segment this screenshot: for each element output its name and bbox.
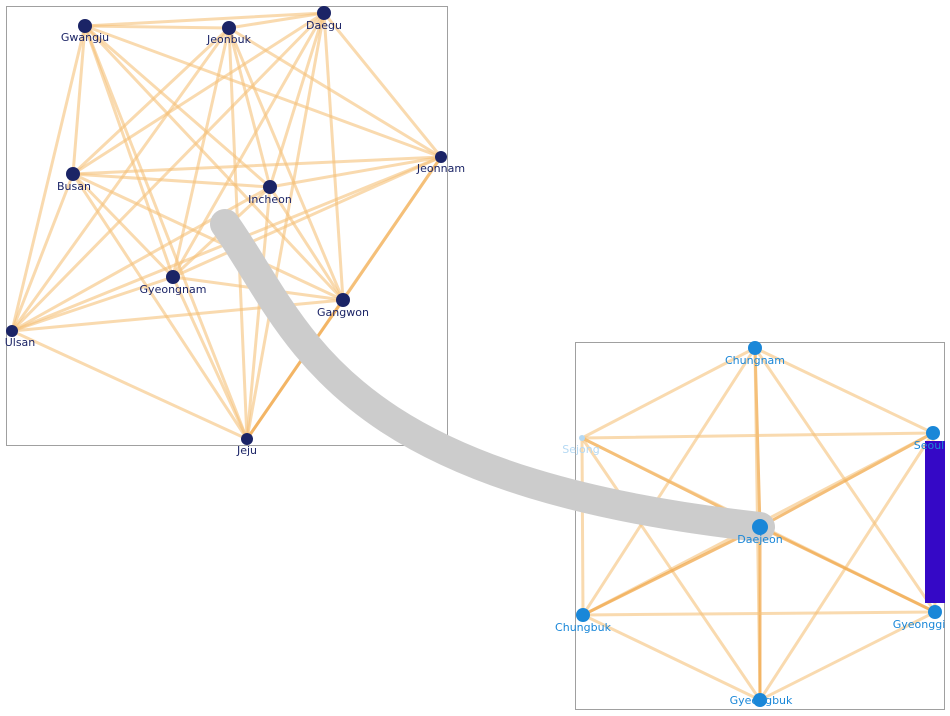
edge-gwangju-daegu[interactable] <box>83 11 326 28</box>
node-circle[interactable] <box>435 151 447 163</box>
edges-layer <box>10 11 937 702</box>
node-label: Incheon <box>248 193 292 206</box>
node-label: Gwangju <box>61 31 109 44</box>
edge-busan-gyeongnam[interactable] <box>71 172 175 279</box>
edge-incheon-gangwon[interactable] <box>268 185 345 302</box>
bridge-link[interactable] <box>210 209 775 542</box>
edge-gwangju-ulsan[interactable] <box>10 24 87 333</box>
edge-jeonnam-incheon[interactable] <box>268 155 443 189</box>
edge-gwangju-jeju[interactable] <box>83 24 249 441</box>
node-label: Jeonnam <box>416 162 465 175</box>
edge-daejeon-chungbuk[interactable] <box>581 525 762 617</box>
edge-gangwon-jeju[interactable] <box>245 298 345 441</box>
node-label: Seoul <box>914 439 945 452</box>
node-circle[interactable] <box>241 433 253 445</box>
edge-ulsan-jeju[interactable] <box>10 329 249 441</box>
node-gangwon[interactable]: Gangwon <box>317 293 369 319</box>
edge-gwangju-jeonbuk[interactable] <box>83 24 231 30</box>
edge-daegu-incheon[interactable] <box>268 11 326 189</box>
node-jeonbuk[interactable]: Jeonbuk <box>206 21 252 46</box>
node-circle[interactable] <box>928 605 942 619</box>
node-gyeongbuk[interactable]: Gyeongbuk <box>730 693 793 707</box>
edge-jeonnam-busan[interactable] <box>71 155 443 176</box>
node-circle[interactable] <box>753 693 767 707</box>
node-label: Gangwon <box>317 306 369 319</box>
edge-sejong-seoul[interactable] <box>580 431 935 440</box>
node-gyeonggi[interactable]: Gyeonggi <box>893 605 946 631</box>
edge-gwangju-jeonnam[interactable] <box>83 24 443 159</box>
node-gyeongnam[interactable]: Gyeongnam <box>140 270 207 296</box>
node-gwangju[interactable]: Gwangju <box>61 19 109 44</box>
edge-gwangju-gyeongnam[interactable] <box>83 24 175 279</box>
node-incheon[interactable]: Incheon <box>248 180 292 206</box>
node-label: Chungnam <box>725 354 785 367</box>
edge-jeonbuk-daegu[interactable] <box>227 11 326 30</box>
edge-daejeon-gyeonggi[interactable] <box>758 525 937 614</box>
edge-busan-incheon[interactable] <box>71 172 272 189</box>
edge-chungnam-sejong[interactable] <box>580 346 757 440</box>
node-label: Sejong <box>562 443 600 456</box>
edge-gyeongnam-ulsan[interactable] <box>10 275 175 333</box>
node-label: Daegu <box>306 19 342 32</box>
node-label: Jeonbuk <box>206 33 252 46</box>
node-ulsan[interactable]: Ulsan <box>5 325 36 349</box>
node-circle[interactable] <box>926 426 940 440</box>
edge-daegu-jeonnam[interactable] <box>322 11 443 159</box>
node-jeju[interactable]: Jeju <box>236 433 257 457</box>
edge-gwangju-gangwon[interactable] <box>83 24 345 302</box>
node-label: Ulsan <box>5 336 36 349</box>
node-chungnam[interactable]: Chungnam <box>725 341 785 367</box>
edge-busan-jeju[interactable] <box>71 172 249 441</box>
node-chungbuk[interactable]: Chungbuk <box>555 608 612 634</box>
node-circle[interactable] <box>752 519 768 535</box>
edge-busan-ulsan[interactable] <box>10 172 75 333</box>
node-circle[interactable] <box>222 21 236 35</box>
edge-jeonbuk-busan[interactable] <box>71 26 231 176</box>
node-label: Chungbuk <box>555 621 612 634</box>
edge-incheon-jeju[interactable] <box>245 185 272 441</box>
edge-seoul-gyeongbuk[interactable] <box>758 431 935 702</box>
edge-chungbuk-gyeongbuk[interactable] <box>581 613 762 702</box>
node-label: Gyeongbuk <box>730 694 793 707</box>
node-circle[interactable] <box>336 293 350 307</box>
edge-gwangju-busan[interactable] <box>71 24 87 176</box>
node-sejong[interactable]: Sejong <box>562 435 600 456</box>
node-busan[interactable]: Busan <box>57 167 91 193</box>
edge-gyeonggi-gyeongbuk[interactable] <box>758 610 937 702</box>
node-circle[interactable] <box>576 608 590 622</box>
node-circle[interactable] <box>6 325 18 337</box>
edge-gyeongnam-jeju[interactable] <box>171 275 249 441</box>
node-daejeon[interactable]: Daejeon <box>737 519 783 546</box>
node-circle[interactable] <box>748 341 762 355</box>
edge-chungnam-seoul[interactable] <box>753 346 935 435</box>
edge-jeonbuk-ulsan[interactable] <box>10 26 231 333</box>
node-circle[interactable] <box>166 270 180 284</box>
node-label: Busan <box>57 180 91 193</box>
node-label: Gyeonggi <box>893 618 946 631</box>
edge-daegu-ulsan[interactable] <box>10 11 326 333</box>
node-circle[interactable] <box>263 180 277 194</box>
node-jeonnam[interactable]: Jeonnam <box>416 151 465 175</box>
node-circle[interactable] <box>579 435 585 441</box>
node-seoul[interactable]: Seoul <box>914 426 945 452</box>
edge-sejong-chungbuk[interactable] <box>580 436 585 617</box>
edge-jeonbuk-incheon[interactable] <box>227 26 272 189</box>
node-label: Daejeon <box>737 533 783 546</box>
nodes-layer: Gwangju Jeonbuk DaeguJeonnamBusanIncheonGy… <box>5 6 946 707</box>
edge-daegu-gangwon[interactable] <box>322 11 345 302</box>
edge-jeonnam-gyeongnam[interactable] <box>171 155 443 279</box>
node-circle[interactable] <box>66 167 80 181</box>
node-circle[interactable] <box>317 6 331 20</box>
node-label: Gyeongnam <box>140 283 207 296</box>
node-circle[interactable] <box>78 19 92 33</box>
edge-chungbuk-gyeonggi[interactable] <box>581 610 937 617</box>
edge-daegu-busan[interactable] <box>71 11 326 176</box>
node-daegu[interactable]: Daegu <box>306 6 342 32</box>
edge-busan-gangwon[interactable] <box>71 172 345 302</box>
node-label: Jeju <box>236 444 257 457</box>
